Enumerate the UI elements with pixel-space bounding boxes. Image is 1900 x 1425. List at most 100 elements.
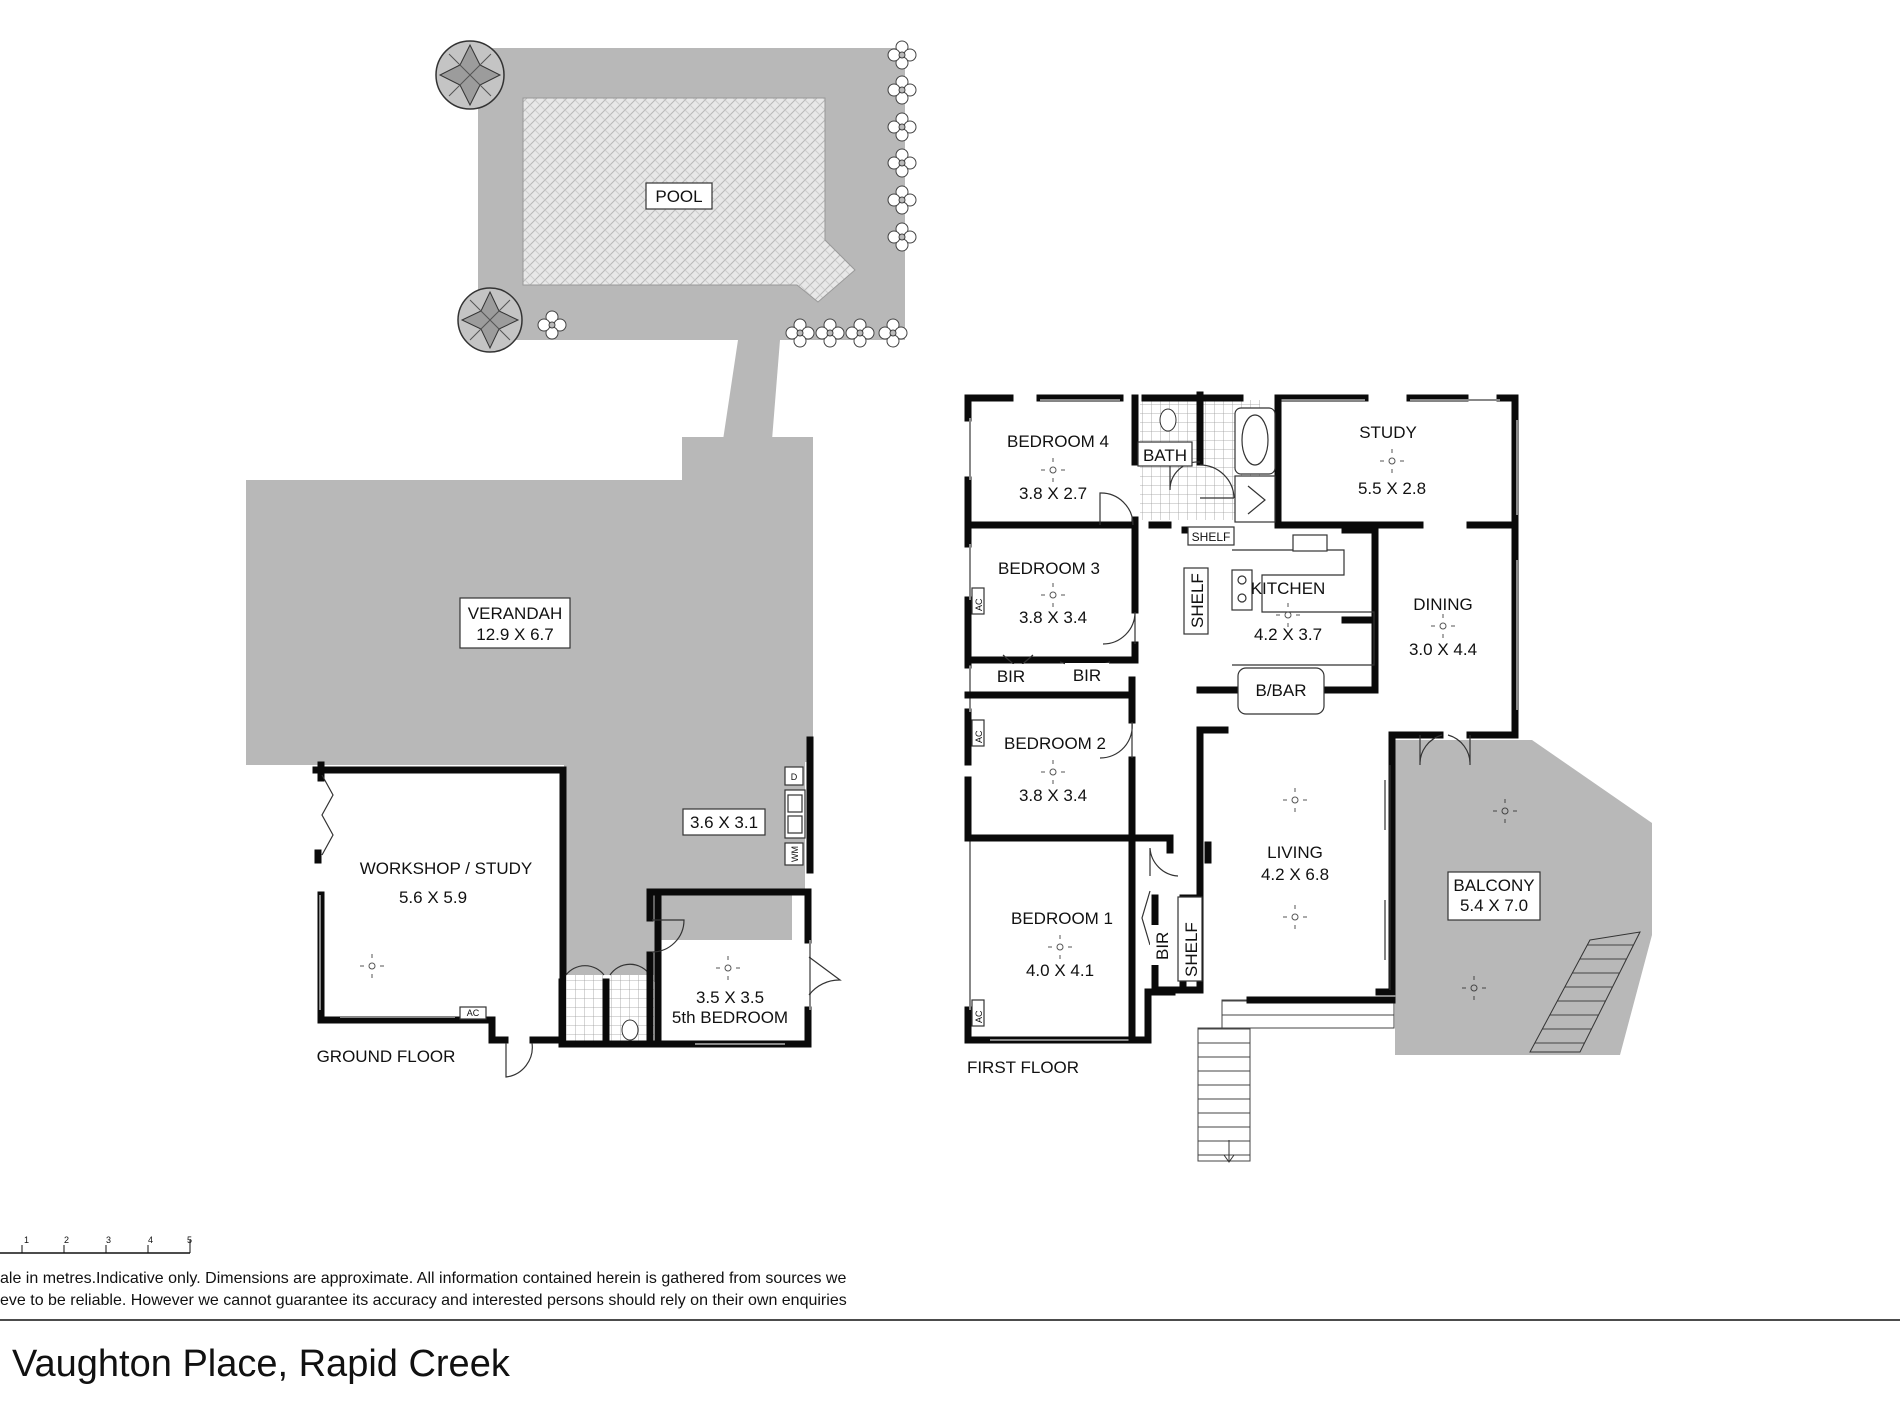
- stove-burner: [1237, 593, 1247, 603]
- pool-label-box: [645, 182, 713, 210]
- scale-bar: 1 2 3 4 5: [0, 1235, 192, 1254]
- ceiling-fan-icon: [1041, 449, 1455, 959]
- study-name: STUDY: [1359, 423, 1417, 442]
- living-name: LIVING: [1267, 843, 1323, 862]
- ac-unit: [971, 587, 985, 615]
- laundry-dims: 3.6 X 3.1: [690, 813, 758, 832]
- bir3-label: BIR: [1153, 932, 1172, 960]
- balcony-name: BALCONY: [1453, 876, 1534, 895]
- sink-bowl: [787, 794, 803, 813]
- shower-drain: [1247, 485, 1266, 515]
- bifold-door: [321, 774, 334, 856]
- bedroom2-dims: 3.8 X 3.4: [1019, 786, 1087, 805]
- sink-bowl: [787, 815, 803, 834]
- disclaimer-line2: eve to be reliable. However we cannot gu…: [0, 1292, 847, 1309]
- laundry-dims-box: [682, 808, 766, 836]
- door-swing: [808, 956, 842, 996]
- bath-label: BATH: [1143, 446, 1187, 465]
- kitchen-dims: 4.2 X 3.7: [1254, 625, 1322, 644]
- washing-machine-box: [784, 842, 804, 866]
- bedroom4-name: BEDROOM 4: [1007, 432, 1109, 451]
- shelf2-label: SHELF: [1188, 573, 1207, 628]
- ceiling-fan-icon: [1462, 976, 1486, 1000]
- shelf1-label: SHELF: [1192, 530, 1231, 544]
- shelf3-box: [1177, 896, 1203, 982]
- entry-stairs: [1197, 1027, 1251, 1162]
- door-swing: [1102, 611, 1136, 645]
- bir2-label: BIR: [1073, 666, 1101, 685]
- bath-label-box: [1137, 441, 1193, 467]
- bir2-box: [1065, 663, 1109, 688]
- garden-path: [723, 340, 780, 440]
- ac-unit: [459, 1006, 487, 1020]
- tree-icon: [457, 287, 523, 353]
- ac-unit: [971, 719, 985, 747]
- bedroom5-dims: 3.5 X 3.5: [696, 988, 764, 1007]
- stove-icon: [1231, 569, 1253, 611]
- scale-tick: 5: [187, 1235, 192, 1245]
- dining-dims: 3.0 X 4.4: [1409, 640, 1477, 659]
- ceiling-fan-icon: [360, 954, 384, 978]
- ground-floor: POOL VER: [246, 40, 917, 1078]
- dryer-label: D: [791, 772, 798, 782]
- bathtub-basin: [1241, 414, 1269, 466]
- door-swing: [1099, 721, 1133, 759]
- toilet-icon: [621, 1019, 639, 1041]
- kitchen-sink: [1292, 534, 1328, 552]
- bbar-counter: [1237, 667, 1325, 715]
- stove-burner: [1237, 575, 1247, 585]
- ac-unit: [971, 999, 985, 1027]
- workshop-walls: [312, 761, 567, 1044]
- balcony-label-box: [1447, 871, 1541, 921]
- shower: [1234, 475, 1276, 523]
- scale-tick: 3: [106, 1235, 111, 1245]
- bedroom1-ac: AC: [974, 1010, 984, 1023]
- ground-floor-title: GROUND FLOOR: [317, 1047, 456, 1066]
- bedroom5-walls: [646, 888, 812, 1048]
- first-floor-exterior-walls: [964, 394, 1519, 1044]
- kitchen-name: KITCHEN: [1251, 579, 1326, 598]
- living-dims: 4.2 X 6.8: [1261, 865, 1329, 884]
- kitchen-counter: [1232, 549, 1375, 666]
- balcony-stairs: [1529, 931, 1641, 1053]
- bir3-box: [1150, 925, 1172, 965]
- pool-label: POOL: [655, 187, 702, 206]
- entry-stairs-landing: [1221, 999, 1395, 1029]
- bedroom2-ac: AC: [974, 730, 984, 743]
- door-swing: [505, 1042, 533, 1078]
- door-swing: [651, 919, 685, 953]
- ceiling-fan-icon: [716, 956, 740, 980]
- bir-door: [1141, 890, 1151, 946]
- study-dims: 5.5 X 2.8: [1358, 479, 1426, 498]
- first-floor: BALCONY 5.4 X 7.0: [964, 391, 1652, 1163]
- verandah-dims: 12.9 X 6.7: [476, 625, 554, 644]
- balcony-dims: 5.4 X 7.0: [1460, 896, 1528, 915]
- workshop-dims: 5.6 X 5.9: [399, 888, 467, 907]
- first-floor-title: FIRST FLOOR: [967, 1058, 1079, 1077]
- scale-tick: 4: [148, 1235, 153, 1245]
- bedroom2-name: BEDROOM 2: [1004, 734, 1106, 753]
- bedroom5-name: 5th BEDROOM: [672, 1008, 788, 1027]
- laundry-sink: [784, 789, 806, 839]
- ground-toilet-tiles: [566, 975, 654, 1043]
- bedroom3-dims: 3.8 X 3.4: [1019, 608, 1087, 627]
- bedroom1-dims: 4.0 X 4.1: [1026, 961, 1094, 980]
- workshop-ac-label: AC: [467, 1008, 480, 1018]
- tree-icon: [435, 40, 505, 110]
- disclaimer-line1: ale in metres.Indicative only. Dimension…: [0, 1270, 846, 1287]
- door-swing: [1419, 734, 1471, 766]
- sliding-door: [1384, 765, 1391, 990]
- door-swing: [1199, 464, 1235, 499]
- flower-shrubs: [537, 40, 917, 348]
- bedroom3-ac: AC: [974, 598, 984, 611]
- door-swing: [1149, 847, 1179, 877]
- bbar-label: B/BAR: [1255, 681, 1306, 700]
- shelf1-box: [1187, 526, 1235, 546]
- bir1-label: BIR: [997, 667, 1025, 686]
- shelf3-label: SHELF: [1182, 922, 1201, 977]
- scale-tick: 1: [24, 1235, 29, 1245]
- door-swing: [1169, 461, 1201, 491]
- stairs-arrow-icon: [1223, 1140, 1235, 1163]
- scale-tick: 2: [64, 1235, 69, 1245]
